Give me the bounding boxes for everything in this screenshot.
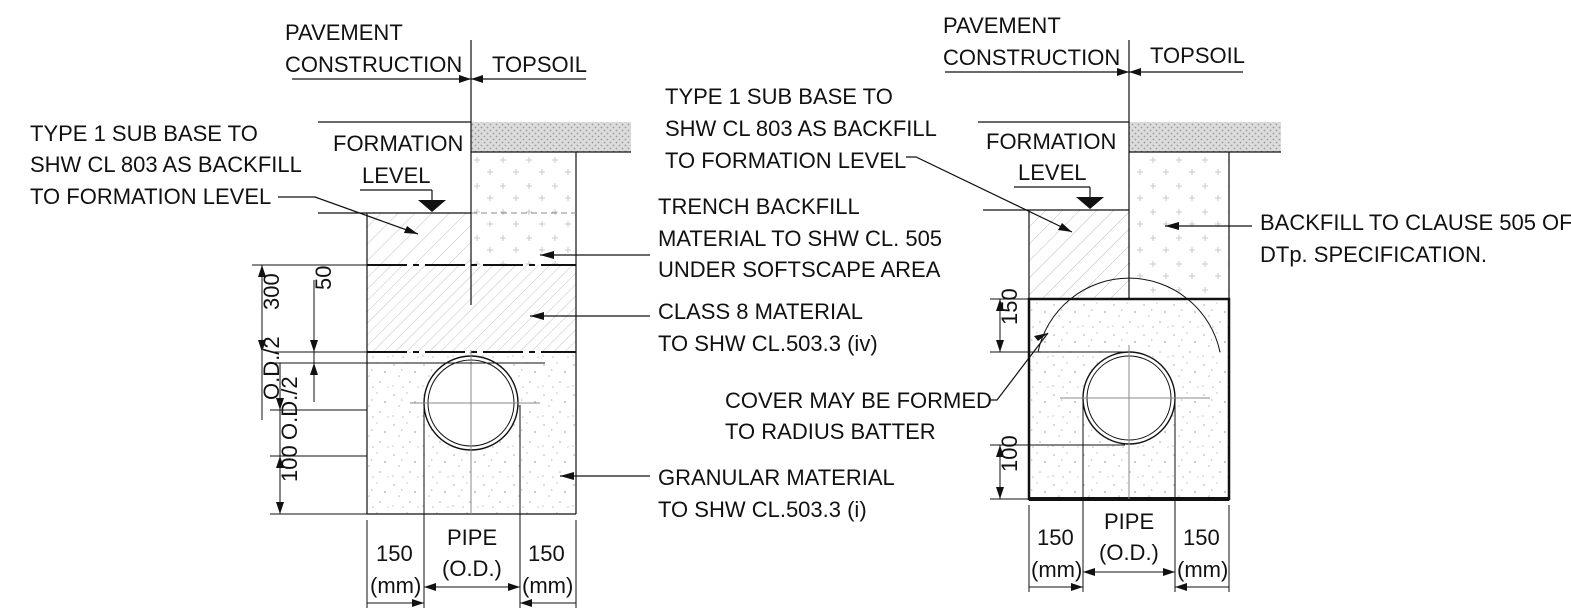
right-cover-label-2: TO RADIUS BATTER [725,419,936,444]
left-dim-150-left: 150 [376,541,413,566]
right-dim-150-right: 150 [1183,525,1220,550]
left-detail: PAVEMENT CONSTRUCTION TOPSOIL FORMATION … [30,20,942,608]
right-subbase-label-2: SHW CL 803 AS BACKFILL [665,116,937,141]
right-detail: PAVEMENT CONSTRUCTION TOPSOIL FORMATION … [665,13,1571,592]
left-level-label: LEVEL [362,163,431,188]
right-subbase-fill [1029,210,1129,299]
left-formation-label: FORMATION [333,131,463,156]
right-formation-label: FORMATION [986,129,1116,154]
right-dim-100: 100 [997,435,1022,472]
right-dim-150-left: 150 [1037,525,1074,550]
left-subbase-label-1: TYPE 1 SUB BASE TO [30,121,258,146]
left-dim-mm-right: (mm) [522,573,573,598]
left-granular-label-2: TO SHW CL.503.3 (i) [658,497,867,522]
right-construction-label: CONSTRUCTION [943,45,1120,70]
left-subbase-label-2: SHW CL 803 AS BACKFILL [30,152,302,177]
left-class8-label-1: CLASS 8 MATERIAL [658,299,863,324]
right-subbase-label-3: TO FORMATION LEVEL [665,148,906,173]
right-backfill-label-1: BACKFILL TO CLAUSE 505 OF [1260,210,1571,235]
left-trench-backfill [471,152,576,265]
right-dim-mm-left: (mm) [1031,557,1082,582]
right-pavement-label: PAVEMENT [943,13,1061,38]
right-dim-150-top: 150 [997,288,1022,325]
left-dim-mm-left: (mm) [370,573,421,598]
right-subbase-label-1: TYPE 1 SUB BASE TO [665,84,893,109]
left-pipe-label: PIPE [447,525,497,550]
left-topsoil-strip [471,122,631,152]
right-topsoil-strip [1129,122,1281,152]
right-cover-label-1: COVER MAY BE FORMED [725,388,992,413]
left-pipe-od: (O.D.) [442,556,502,581]
left-pavement-label: PAVEMENT [285,20,403,45]
left-subbase-label-3: TO FORMATION LEVEL [30,184,271,209]
left-trench-label-3: UNDER SOFTSCAPE AREA [658,257,941,282]
right-topsoil-label: TOPSOIL [1150,43,1245,68]
left-granular-label-1: GRANULAR MATERIAL [658,465,895,490]
left-trench-label-1: TRENCH BACKFILL [658,194,860,219]
right-pipe-od: (O.D.) [1099,540,1159,565]
left-dim-150-right: 150 [528,541,565,566]
left-dim-100: 100 [277,445,302,482]
left-topsoil-label: TOPSOIL [492,52,587,77]
right-backfill-label-2: DTp. SPECIFICATION. [1260,242,1487,267]
left-construction-label: CONSTRUCTION [285,52,462,77]
left-dim-300: 300 [259,273,284,310]
left-class8-label-2: TO SHW CL.503.3 (iv) [658,331,878,356]
right-dim-mm-right: (mm) [1177,557,1228,582]
right-pipe-label: PIPE [1104,509,1154,534]
left-dim-od2-lower: O.D./2 [277,376,302,440]
right-level-label: LEVEL [1018,160,1087,185]
left-trench-label-2: MATERIAL TO SHW CL. 505 [658,226,942,251]
left-dim-50: 50 [311,266,336,290]
